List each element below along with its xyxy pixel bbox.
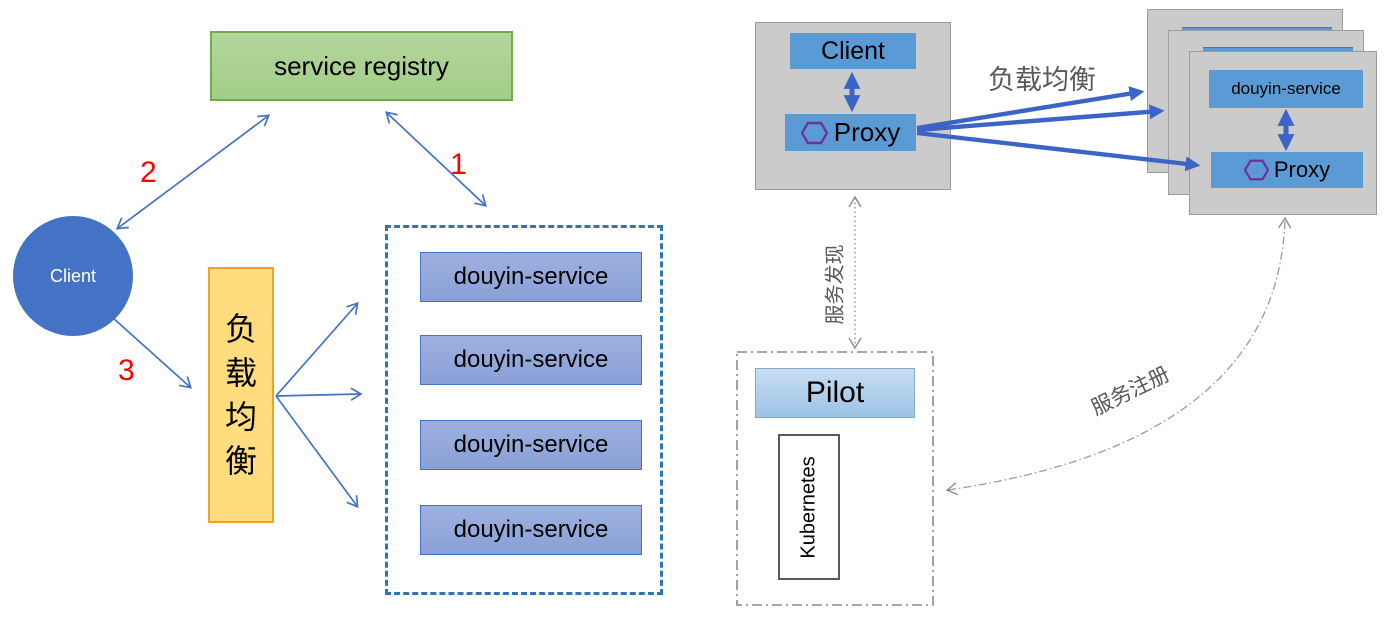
load-balancer-label: 负载均衡 <box>224 311 257 479</box>
step-1-label: 1 <box>450 148 467 181</box>
pod-service-box: douyin-service <box>1209 70 1363 108</box>
service-cluster-frame <box>385 225 663 595</box>
service-pod-middle-service-strip <box>1203 47 1353 54</box>
arrow-lb-service-3 <box>275 395 359 509</box>
arrow-registry-services <box>385 111 487 207</box>
right-proxy-label: Proxy <box>833 117 901 147</box>
load-balancer-box: 负载均衡 <box>208 267 274 523</box>
load-balance-annotation: 负载均衡 <box>988 65 1096 95</box>
pilot-label: Pilot <box>805 376 865 409</box>
service-box-4: douyin-service <box>420 505 642 555</box>
service-box-1: douyin-service <box>420 252 642 302</box>
service-box-2: douyin-service <box>420 335 642 385</box>
kubernetes-box: Kubernetes <box>778 434 840 580</box>
service-box-3: douyin-service <box>420 420 642 470</box>
client-circle: Client <box>13 216 133 336</box>
pod-proxy-box: Proxy <box>1211 152 1363 188</box>
pod-service-label: douyin-service <box>1231 79 1341 98</box>
service-box-label: douyin-service <box>453 263 609 290</box>
kubernetes-label: Kubernetes <box>797 455 820 559</box>
service-box-label: douyin-service <box>453 431 609 458</box>
client-label: Client <box>49 265 97 286</box>
hexagon-icon <box>1243 159 1269 181</box>
service-registry-label: service registry <box>274 50 449 81</box>
pod-proxy-label: Proxy <box>1273 157 1331 182</box>
pilot-box: Pilot <box>755 368 915 418</box>
service-box-label: douyin-service <box>453 516 609 543</box>
arrow-proxy-pod-2 <box>916 104 1165 133</box>
arrow-service-registration <box>945 216 1292 496</box>
service-box-label: douyin-service <box>453 346 609 373</box>
right-client-box: Client <box>790 33 916 69</box>
step-3-label: 3 <box>118 354 135 387</box>
arrow-lb-service-2 <box>275 387 363 401</box>
service-registry-box: service registry <box>210 31 513 101</box>
arrow-lb-service-1 <box>275 302 359 397</box>
service-registration-annotation: 服务注册 <box>1087 362 1174 421</box>
step-2-label: 2 <box>140 156 157 189</box>
hexagon-icon <box>800 121 828 144</box>
service-discovery-annotation: 服务发现 <box>824 244 847 325</box>
right-client-label: Client <box>821 36 885 65</box>
right-proxy-box: Proxy <box>785 114 916 151</box>
